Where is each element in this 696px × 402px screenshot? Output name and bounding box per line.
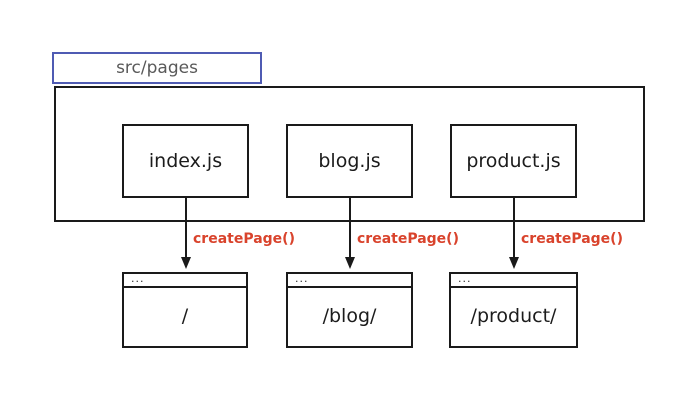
file-label-blog: blog.js	[318, 150, 381, 172]
arrow-line	[513, 198, 515, 259]
folder-tab-label: src/pages	[116, 58, 198, 78]
browser-window-blog: ... /blog/	[286, 272, 413, 348]
browser-window-root: ... /	[122, 272, 248, 348]
file-box-product: product.js	[450, 124, 577, 198]
file-box-blog: blog.js	[286, 124, 413, 198]
page-path-blog: /blog/	[322, 305, 377, 327]
window-menu-dots-icon: ...	[295, 274, 309, 285]
page-path-product: /product/	[470, 305, 557, 327]
file-label-product: product.js	[466, 150, 561, 172]
browser-window-body: /product/	[451, 288, 576, 344]
browser-titlebar: ...	[288, 274, 411, 288]
arrow-index-to-root	[180, 198, 192, 272]
browser-window-product: ... /product/	[449, 272, 578, 348]
browser-window-body: /	[124, 288, 246, 344]
browser-window-body: /blog/	[288, 288, 411, 344]
arrow-head-icon	[345, 257, 355, 269]
arrow-head-icon	[181, 257, 191, 269]
window-menu-dots-icon: ...	[458, 274, 472, 285]
page-path-root: /	[181, 305, 189, 327]
arrow-line	[349, 198, 351, 259]
file-box-index: index.js	[122, 124, 249, 198]
folder-tab: src/pages	[52, 52, 262, 84]
window-menu-dots-icon: ...	[131, 274, 145, 285]
call-label-product: createPage()	[521, 231, 623, 247]
browser-titlebar: ...	[451, 274, 576, 288]
arrow-blog-to-blog	[344, 198, 356, 272]
call-label-blog: createPage()	[357, 231, 459, 247]
browser-titlebar: ...	[124, 274, 246, 288]
arrow-product-to-product	[508, 198, 520, 272]
call-label-index: createPage()	[193, 231, 295, 247]
arrow-line	[185, 198, 187, 259]
file-label-index: index.js	[148, 150, 223, 172]
arrow-head-icon	[509, 257, 519, 269]
